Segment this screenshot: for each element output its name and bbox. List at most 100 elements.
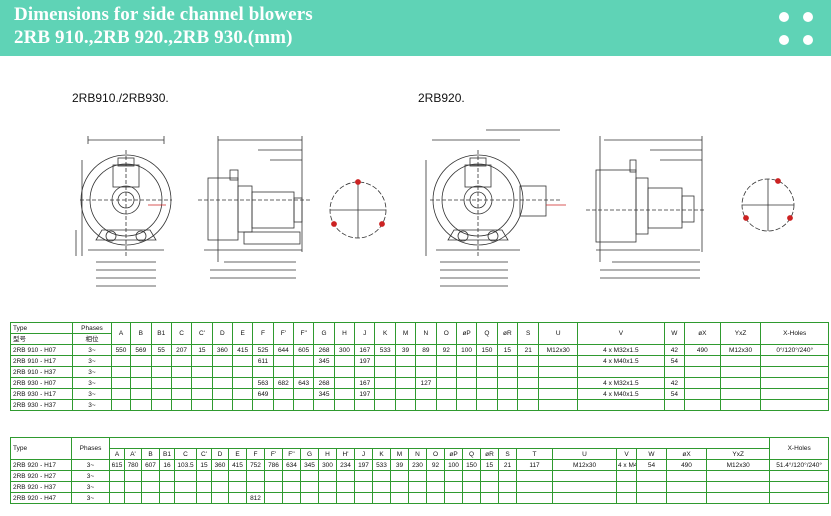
row-cell xyxy=(110,355,132,367)
header-col-v: V xyxy=(616,448,637,460)
row-cell xyxy=(293,399,315,411)
header-col-b1: B1 xyxy=(150,322,172,345)
row-type: 2RB 910 - H17 xyxy=(9,355,74,367)
row-cell xyxy=(636,492,667,504)
row-cell xyxy=(170,355,193,367)
row-cell xyxy=(455,388,478,400)
row-cell xyxy=(719,355,762,367)
row-cell xyxy=(705,492,771,504)
row-cell xyxy=(374,366,396,378)
row-cell: M12x30 xyxy=(552,459,617,471)
header-col-o: O xyxy=(435,322,457,345)
header-col-g: G xyxy=(313,322,335,345)
row-cell xyxy=(170,399,193,411)
row-cell xyxy=(191,377,213,389)
row-type: 2RB 910 - H07 xyxy=(9,344,74,356)
row-cell xyxy=(435,366,457,378)
row-cell xyxy=(498,470,517,482)
row-cell xyxy=(252,399,274,411)
row-cell xyxy=(636,481,667,493)
header-col-g: G xyxy=(300,448,319,460)
row-x-holes: 0°/120°/240° xyxy=(760,344,829,356)
row-type: 2RB 920 - H27 xyxy=(10,470,72,482)
header-col-yxz: YxZ xyxy=(719,322,762,345)
row-cell xyxy=(408,470,427,482)
row-cell xyxy=(616,481,637,493)
header-col-f: F' xyxy=(264,448,283,460)
header-col-s: S xyxy=(516,322,540,345)
row-cell xyxy=(150,377,172,389)
row-x-holes: 51.4°/120°/240° xyxy=(769,459,829,471)
row-cell xyxy=(282,481,301,493)
header-col-a: A xyxy=(110,322,132,345)
header-col-s: S xyxy=(498,448,517,460)
row-cell xyxy=(150,355,172,367)
row-cell: 100 xyxy=(455,344,478,356)
row-cell xyxy=(109,492,125,504)
row-cell xyxy=(109,470,125,482)
row-cell xyxy=(124,470,142,482)
row-cell: 15 xyxy=(480,459,499,471)
row-phase: 3~ xyxy=(72,355,112,367)
row-cell xyxy=(110,377,132,389)
header-col-o: O xyxy=(426,448,445,460)
row-cell xyxy=(616,470,637,482)
row-cell xyxy=(394,377,417,389)
row-cell: 207 xyxy=(170,344,193,356)
header-col-w: W xyxy=(636,448,667,460)
row-type: 2RB 930 - H37 xyxy=(9,399,74,411)
row-cell xyxy=(231,355,254,367)
row-cell xyxy=(538,399,579,411)
row-cell: 268 xyxy=(313,377,335,389)
row-cell: 21 xyxy=(498,459,517,471)
row-cell xyxy=(130,366,152,378)
row-cell: 490 xyxy=(684,344,721,356)
row-cell xyxy=(390,470,409,482)
row-cell: 752 xyxy=(246,459,265,471)
row-cell: 92 xyxy=(435,344,457,356)
row-cell: 4 x M40x1.5 xyxy=(577,388,665,400)
row-cell xyxy=(462,481,481,493)
row-cell xyxy=(496,399,519,411)
dot-icon xyxy=(779,12,789,22)
row-cell xyxy=(455,366,478,378)
row-cell: 167 xyxy=(354,344,376,356)
row-cell xyxy=(538,377,579,389)
row-cell: M12x30 xyxy=(538,344,579,356)
row-cell: 643 xyxy=(293,377,315,389)
header-col-f: F'' xyxy=(293,322,315,345)
row-cell: 812 xyxy=(246,492,265,504)
header-col-k: K xyxy=(372,448,391,460)
header-col-a: A xyxy=(109,448,125,460)
row-cell xyxy=(705,470,771,482)
row-cell xyxy=(141,481,160,493)
header-col-n: N xyxy=(408,448,427,460)
row-cell xyxy=(684,366,721,378)
row-cell xyxy=(150,366,172,378)
row-cell: 15 xyxy=(496,344,519,356)
row-cell: 55 xyxy=(150,344,172,356)
row-cell xyxy=(435,377,457,389)
row-cell: 197 xyxy=(354,388,376,400)
header-col-b: B xyxy=(130,322,152,345)
row-cell xyxy=(282,470,301,482)
row-x-holes xyxy=(769,470,829,482)
row-cell xyxy=(124,481,142,493)
row-cell xyxy=(264,470,283,482)
row-cell xyxy=(333,399,356,411)
header-col-m: M xyxy=(394,322,417,345)
header-col-h: H xyxy=(333,322,356,345)
row-type: 2RB 920 - H37 xyxy=(10,481,72,493)
header-col-b1: B1 xyxy=(159,448,175,460)
row-cell xyxy=(110,399,132,411)
row-cell xyxy=(394,399,417,411)
header-type: Type xyxy=(10,437,72,460)
header-col-f: F' xyxy=(272,322,295,345)
row-cell xyxy=(516,355,540,367)
row-cell: 415 xyxy=(228,459,247,471)
dot-icon xyxy=(803,35,813,45)
row-cell xyxy=(354,366,376,378)
row-cell xyxy=(354,492,373,504)
